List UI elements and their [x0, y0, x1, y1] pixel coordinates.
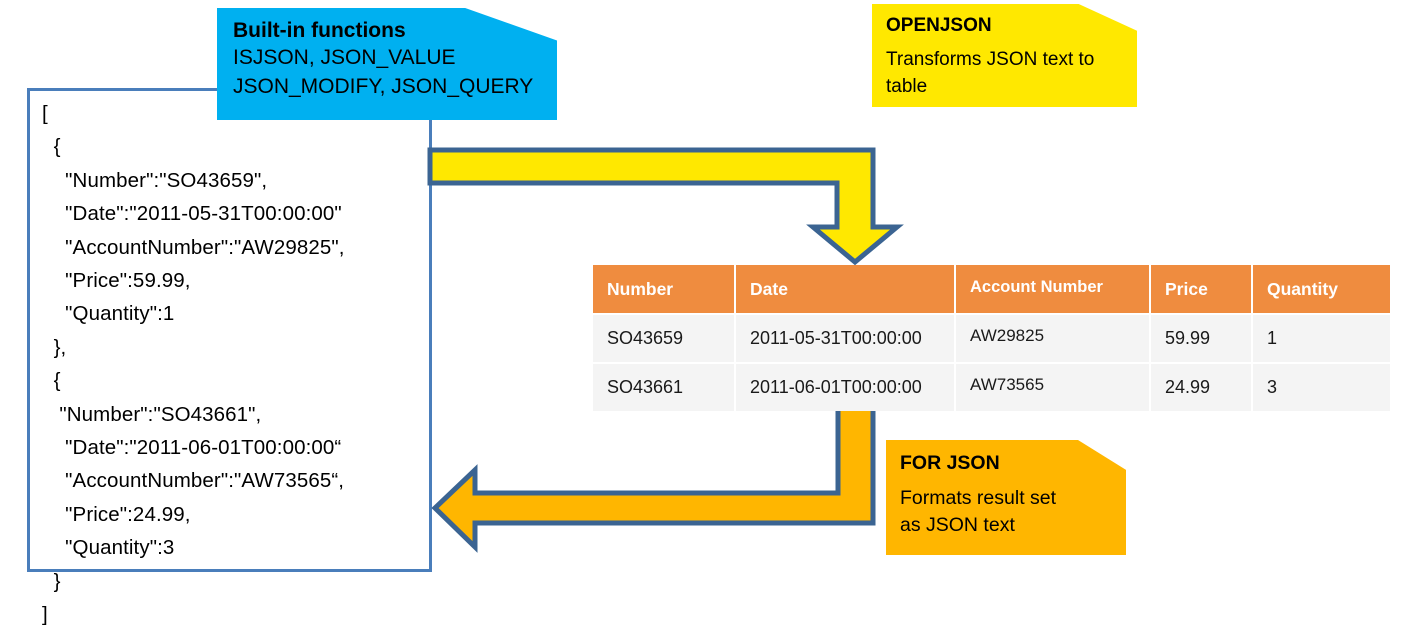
table-header-row: Number Date Account Number Price Quantit…	[593, 265, 1390, 314]
forjson-arrow-icon	[431, 397, 876, 553]
cell-date: 2011-06-01T00:00:00	[735, 362, 956, 411]
cell-quantity: 1	[1252, 313, 1390, 363]
cell-account-number: AW73565	[955, 362, 1151, 411]
column-header-account-number[interactable]: Account Number	[955, 265, 1151, 314]
callout-built-in-functions-title: Built-in functions	[233, 19, 406, 42]
column-header-number[interactable]: Number	[593, 265, 736, 314]
callout-for-json: FOR JSON Formats result set as JSON text	[886, 440, 1126, 555]
callout-built-in-functions-body: ISJSON, JSON_VALUE JSON_MODIFY, JSON_QUE…	[233, 46, 534, 98]
column-header-quantity[interactable]: Quantity	[1252, 265, 1390, 314]
column-header-price[interactable]: Price	[1150, 265, 1253, 314]
callout-built-in-functions: Built-in functions ISJSON, JSON_VALUE JS…	[217, 8, 557, 120]
table-row: SO43661 2011-06-01T00:00:00 AW73565 24.9…	[593, 362, 1390, 411]
callout-openjson: OPENJSON Transforms JSON text to table	[872, 4, 1137, 107]
result-set-table: Number Date Account Number Price Quantit…	[593, 265, 1390, 411]
cell-account-number: AW29825	[955, 313, 1151, 363]
json-document-panel: [ { "Number":"SO43659", "Date":"2011-05-…	[27, 88, 432, 626]
openjson-arrow-icon	[427, 147, 904, 266]
callout-openjson-title: OPENJSON	[886, 15, 992, 36]
cell-price: 59.99	[1150, 313, 1253, 363]
callout-openjson-body: Transforms JSON text to table	[886, 49, 1095, 97]
cell-price: 24.99	[1150, 362, 1253, 411]
callout-for-json-body: Formats result set as JSON text	[900, 487, 1057, 536]
json-document-text: [ { "Number":"SO43659", "Date":"2011-05-…	[42, 102, 345, 627]
column-header-date[interactable]: Date	[735, 265, 956, 314]
cell-number: SO43659	[593, 313, 736, 363]
table-row: SO43659 2011-05-31T00:00:00 AW29825 59.9…	[593, 313, 1390, 363]
cell-date: 2011-05-31T00:00:00	[735, 313, 956, 363]
callout-for-json-title: FOR JSON	[900, 452, 1000, 474]
cell-quantity: 3	[1252, 362, 1390, 411]
cell-number: SO43661	[593, 362, 736, 411]
